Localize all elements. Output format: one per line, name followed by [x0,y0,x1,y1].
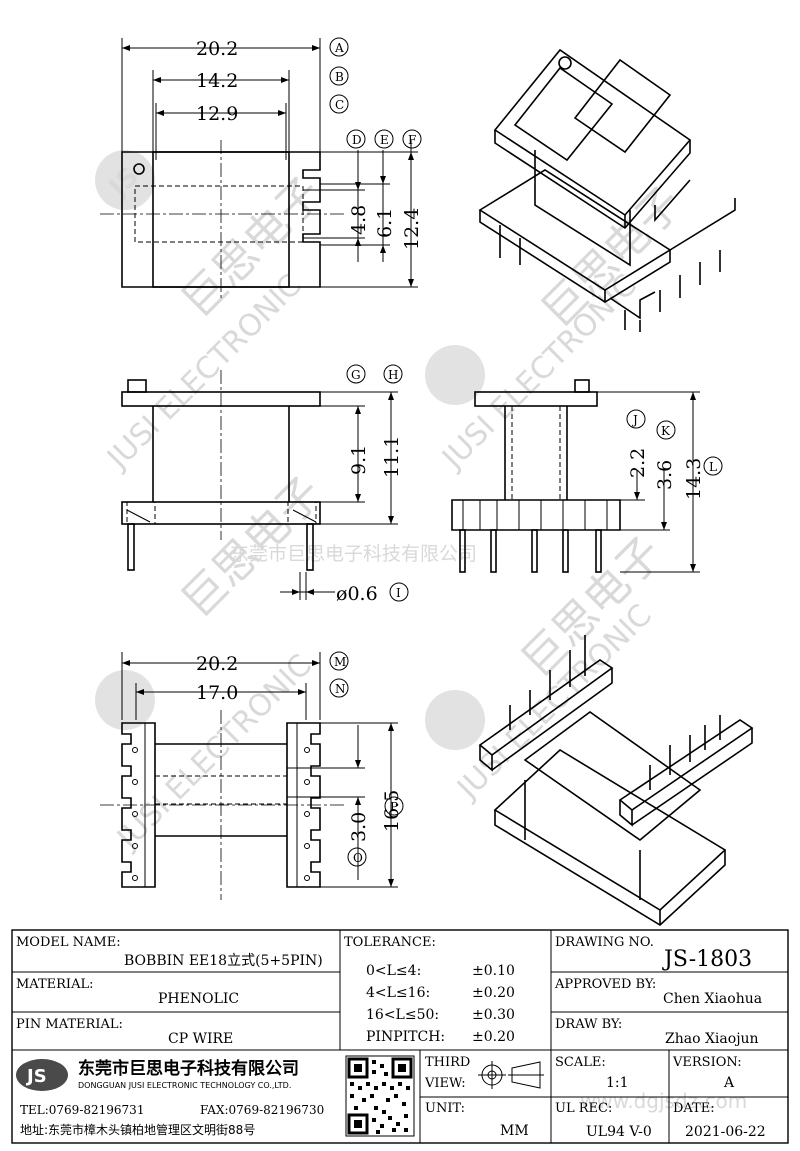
company-logo: JS [16,1059,68,1091]
dim-H-value: 11.1 [381,436,403,478]
svg-text:F: F [408,133,416,147]
side-view: 2.2 3.6 14.3 J K L [451,379,723,573]
bottom-view: 20.2 17.0 3.0 16.5 M N O [100,651,404,900]
model-name-label: MODEL NAME: [16,935,121,950]
model-name: BOBBIN EE18立式(5+5PIN) [124,953,323,969]
label-O: O [347,847,367,867]
svg-text:D: D [352,133,362,147]
pin-material-label: PIN MATERIAL: [16,1017,123,1032]
third-view-label: THIRD [425,1055,470,1070]
dim-C-value: 12.9 [196,103,238,125]
label-M: M [329,651,349,671]
dim-I-value: ø0.6 [336,583,378,605]
company-name-cn: 东莞市巨思电子科技有限公司 [78,1058,299,1079]
drawing-no-label: DRAWING NO. [555,935,654,950]
tol-value-2: ±0.20 [472,985,515,1001]
dim-A-value: 20.2 [196,38,238,60]
svg-text:L: L [709,460,717,474]
dim-G-value: 9.1 [348,445,370,475]
dim-E-value: 6.1 [374,208,396,238]
company-name-en: DONGGUAN JUSI ELECTRONIC TECHNOLOGY CO.,… [78,1081,291,1090]
label-D: D [346,129,366,149]
draw-by-label: DRAW BY: [555,1017,622,1032]
draw-by: Zhao Xiaojun [665,1031,759,1047]
company-tel: TEL:0769-82196731 [20,1103,144,1117]
dim-F-value: 12.4 [401,208,423,250]
tol-value-1: ±0.10 [472,963,515,979]
tol-value-3: ±0.30 [472,1007,515,1023]
tol-value-4: ±0.20 [472,1029,515,1045]
label-P: P [384,796,404,816]
label-H: H [383,364,403,384]
scale-label: SCALE: [555,1055,606,1070]
svg-text:K: K [661,424,671,438]
approved-by: Chen Xiaohua [663,991,762,1007]
unit: MM [500,1123,529,1139]
drawing-no: JS-1803 [662,947,752,972]
isometric-view-bottom [478,635,754,926]
tolerance-label: TOLERANCE: [344,935,436,950]
approved-by-label: APPROVED BY: [554,977,656,992]
tol-range-2: 4<L≤16: [366,985,430,1001]
label-A: A [329,37,349,57]
third-view-label-2: VIEW: [424,1076,466,1091]
material-label: MATERIAL: [16,977,93,992]
svg-text:B: B [335,70,344,84]
svg-text:C: C [335,98,344,112]
company-address: 地址:东莞市樟木头镇柏地管理区文明街88号 [20,1122,255,1137]
svg-text:E: E [380,133,389,147]
label-L: L [703,456,723,476]
svg-text:A: A [334,41,344,55]
version-label: VERSION: [672,1055,742,1070]
label-K: K [656,420,676,440]
title-block: MODEL NAME: BOBBIN EE18立式(5+5PIN) MATERI… [11,929,789,1144]
svg-text:G: G [351,368,361,382]
dim-D-value: 4.8 [348,205,370,235]
label-I: I [389,582,409,602]
tol-range-4: PINPITCH: [366,1029,445,1045]
svg-text:I: I [396,586,401,600]
svg-text:www.dgjsdz.com: www.dgjsdz.com [580,1089,747,1113]
svg-text:N: N [335,682,346,696]
scale: 1:1 [606,1075,629,1091]
svg-text:东莞市巨思电子科技有限公司: 东莞市巨思电子科技有限公司 [230,543,477,565]
qr-code [345,1055,415,1137]
svg-text:JS: JS [25,1066,47,1087]
label-F: F [402,129,422,149]
unit-label: UNIT: [425,1101,465,1116]
label-J: J [626,409,646,429]
front-view: 9.1 11.1 ø0.6 G H I [121,364,409,605]
svg-text:J: J [631,413,638,427]
ul-rec-label: UL REC: [555,1101,612,1116]
label-B: B [329,66,349,86]
version: A [723,1075,735,1091]
pin-material: CP WIRE [168,1031,233,1047]
dim-M-value: 20.2 [196,653,238,675]
svg-text:O: O [353,851,363,865]
label-N: N [329,678,349,698]
svg-text:M: M [334,655,346,669]
svg-text:H: H [388,368,398,382]
top-view: 20.2 14.2 12.9 4.8 6.1 12.4 [100,37,423,300]
third-angle-projection-icon [478,1061,544,1089]
svg-text:P: P [390,800,398,814]
dim-N-value: 17.0 [196,682,238,704]
ul-rec: UL94 V-0 [586,1124,652,1140]
label-C: C [329,94,349,114]
tol-range-1: 0<L≤4: [366,963,421,979]
dim-O-value: 3.0 [348,812,370,842]
tol-range-3: 16<L≤50: [366,1007,439,1023]
dim-J-value: 2.2 [627,448,649,478]
material: PHENOLIC [158,991,239,1007]
isometric-view-top [478,48,736,332]
label-G: G [346,364,366,384]
dim-B-value: 14.2 [196,70,238,92]
date-label: DATE: [673,1101,715,1116]
date: 2021-06-22 [685,1124,766,1140]
dim-L-value: 14.3 [683,458,705,500]
dim-K-value: 3.6 [654,460,676,490]
company-fax: FAX:0769-82196730 [200,1103,324,1117]
label-E: E [374,129,394,149]
